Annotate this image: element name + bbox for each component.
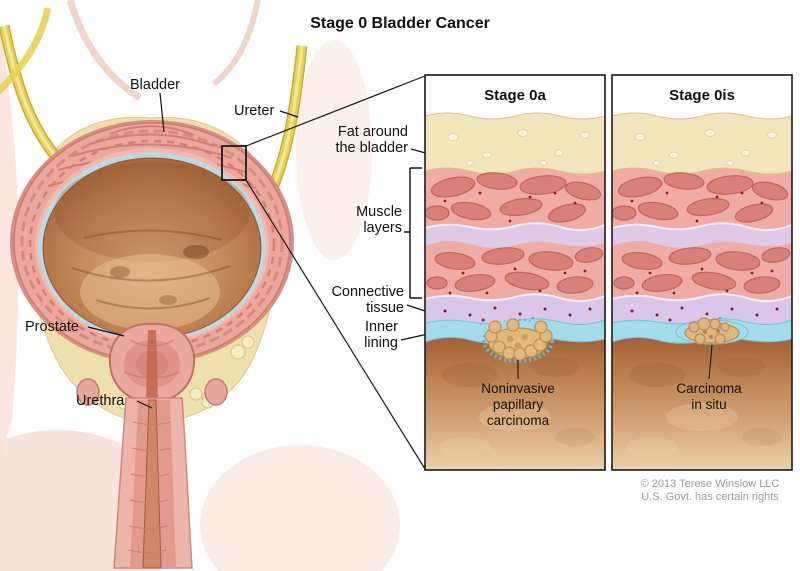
connective-label-line2: tissue — [366, 300, 404, 316]
ureter-label: Ureter — [234, 103, 274, 119]
prostate-gland — [76, 322, 228, 406]
panel-border — [424, 74, 606, 471]
stage-0a-title: Stage 0a — [484, 87, 546, 104]
carcinoma-in-situ-lesion — [675, 317, 749, 380]
vas-deferens — [66, 0, 261, 101]
left-ureter — [0, 7, 69, 170]
stage-0a-panel: Stage 0a Noninvasive papillary carcinoma — [424, 74, 606, 471]
prostate-label: Prostate — [25, 319, 79, 335]
stage-0a-caption-line1: Noninvasive — [481, 381, 555, 396]
zoom-rectangle — [221, 145, 247, 181]
credit-line2: U.S. Govt. has certain rights — [641, 491, 779, 503]
stage-0a-caption-line3: carcinoma — [487, 413, 550, 428]
urethra-label: Urethra — [76, 393, 125, 409]
urethra-structure — [113, 397, 193, 569]
prostate-pointer-line — [87, 326, 125, 337]
inner-lining-label-line2: lining — [364, 335, 398, 351]
panel-border — [611, 74, 793, 471]
zoom-line-top — [245, 75, 426, 147]
fat-label-line1: Fat around — [338, 124, 408, 140]
bladder-label: Bladder — [130, 77, 180, 93]
copyright-credit: © 2013 Terese Winslow LLC U.S. Govt. has… — [641, 478, 780, 503]
fat-label-line2: the bladder — [335, 140, 408, 156]
muscle-label-line2: layers — [363, 220, 402, 236]
bladder-illustration — [10, 120, 294, 364]
bladder-pointer-line — [159, 92, 165, 133]
stage-0is-panel: Stage 0is Carcinoma in situ — [611, 74, 793, 471]
ureter-pointer-line — [279, 110, 299, 118]
urethra-pointer-line — [136, 400, 153, 409]
muscle-layers-bracket — [404, 167, 422, 299]
stage-0is-title: Stage 0is — [669, 87, 735, 104]
muscle-label-line1: Muscle — [356, 204, 402, 220]
inner-lining-label-line1: Inner — [365, 319, 398, 335]
lesion-caption-line — [708, 344, 713, 380]
stage-0is-caption-line1: Carcinoma — [676, 381, 742, 396]
connective-label-line1: Connective — [331, 284, 404, 300]
stage-0a-caption-line2: papillary — [493, 397, 544, 412]
papillary-carcinoma-tumor — [482, 318, 554, 379]
figure-title: Stage 0 Bladder Cancer — [310, 15, 490, 32]
zoom-line-bottom — [245, 179, 426, 470]
right-ureter — [262, 45, 308, 203]
inner-lining-pointer-line — [400, 333, 429, 341]
credit-line1: © 2013 Terese Winslow LLC — [641, 478, 780, 490]
anatomy-labels: Bladder Ureter Fat around the bladder Mu… — [25, 77, 408, 409]
stage-0is-caption-line2: in situ — [691, 397, 726, 412]
